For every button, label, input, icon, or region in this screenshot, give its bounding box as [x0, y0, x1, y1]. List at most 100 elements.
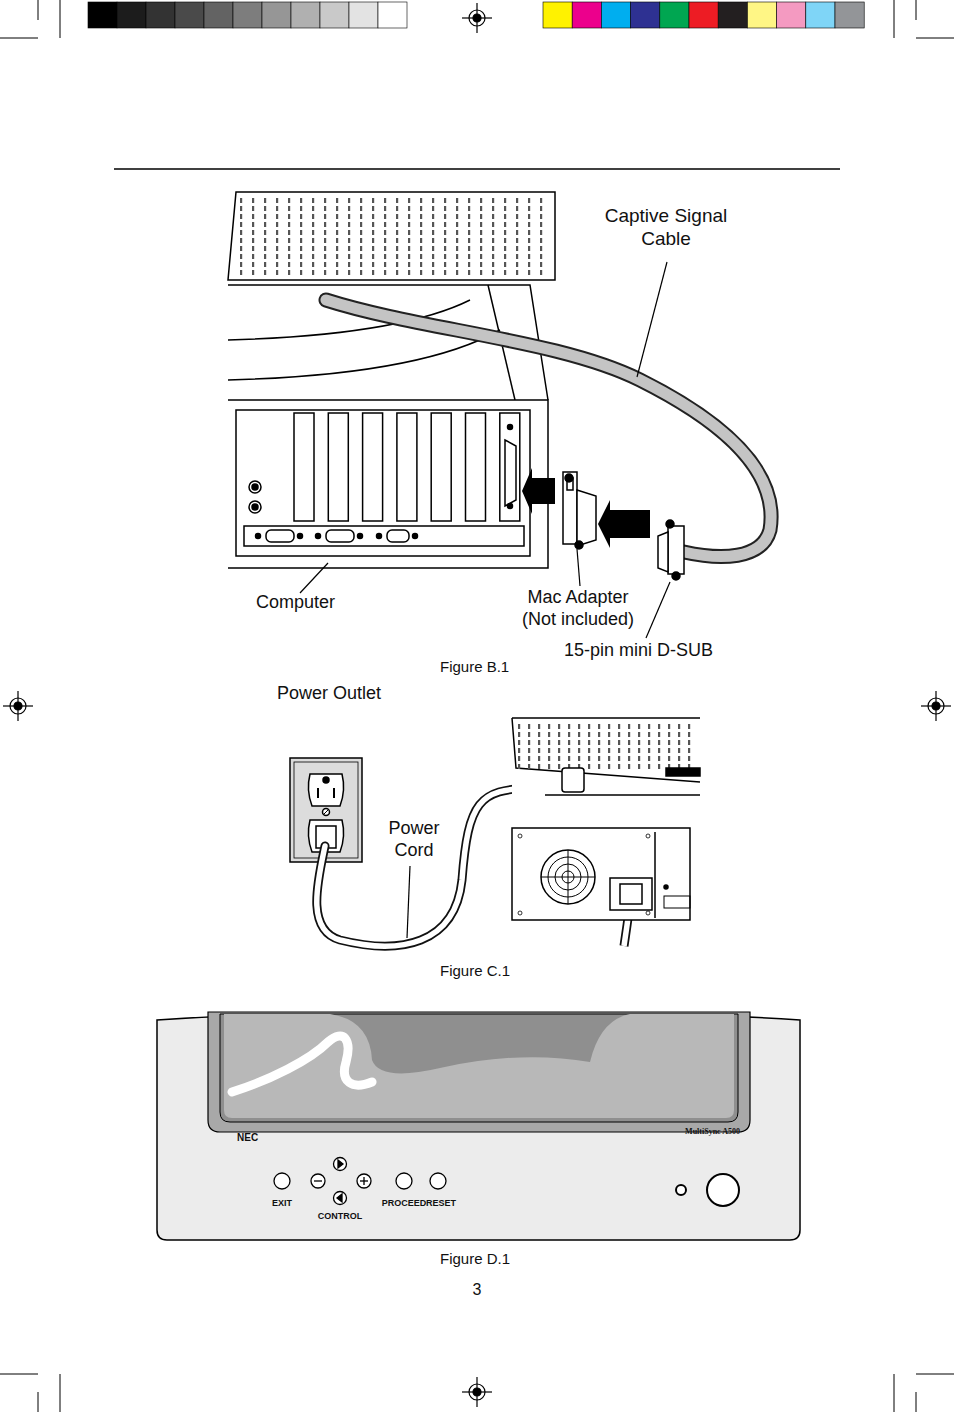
- vent-grid-part: [240, 206, 242, 211]
- vent-grid-part: [336, 214, 338, 219]
- vent-grid-part: [480, 238, 482, 243]
- monitor-front-part: [157, 1013, 800, 1240]
- vent-grid-part: [638, 724, 640, 729]
- vent-grid-part: [276, 214, 278, 219]
- vent-grid-part: [688, 748, 690, 753]
- vent-grid-part: [678, 748, 680, 753]
- vent-grid-part: [516, 206, 518, 211]
- control-button-part: [357, 1174, 371, 1188]
- monitor-back-part: [228, 192, 555, 280]
- vent-grid-part: [516, 214, 518, 219]
- color-bar-part: [806, 2, 835, 28]
- vent-grid-part: [240, 270, 242, 275]
- vent-grid-part: [516, 270, 518, 275]
- color-bar-part: [660, 2, 689, 28]
- part-label: Power Outlet: [277, 683, 407, 705]
- control-button-part: [396, 1173, 412, 1189]
- vent-grid-part: [252, 254, 254, 259]
- vent-grid-part: [608, 756, 610, 761]
- vent-grid-part: [420, 238, 422, 243]
- vent-grid-part: [300, 214, 302, 219]
- vent-grid-part: [548, 748, 550, 753]
- vent-grid-part: [444, 270, 446, 275]
- vent-grid-part: [492, 198, 494, 203]
- signal-cable-part: [326, 300, 771, 557]
- vent-grid-part: [336, 222, 338, 227]
- vent-grid-part: [336, 198, 338, 203]
- vent-grid-part: [396, 254, 398, 259]
- vent-grid-part: [540, 222, 542, 227]
- vga-connector-part: [672, 572, 680, 580]
- vent-grid-part: [276, 198, 278, 203]
- crop-mark-part: [916, 1392, 917, 1412]
- expansion-slot-part: [431, 413, 451, 521]
- vent-grid-part: [432, 214, 434, 219]
- vent-grid-part: [348, 262, 350, 267]
- vent-grid-part: [276, 254, 278, 259]
- vent-grid-part: [444, 254, 446, 259]
- vent-grid-part: [538, 732, 540, 737]
- vent-grid-part: [312, 222, 314, 227]
- vent-grid-part: [432, 270, 434, 275]
- power-outlet-part: [323, 809, 329, 815]
- vent-grid-part: [504, 262, 506, 267]
- vent-grid-part: [456, 254, 458, 259]
- vent-grid-part: [288, 214, 290, 219]
- crop-mark-part: [38, 0, 39, 20]
- vent-grid-part: [384, 262, 386, 267]
- vent-grid-part: [264, 262, 266, 267]
- computer-part-part: [377, 534, 382, 539]
- vent-grid-part: [336, 262, 338, 267]
- vent-grid-part: [360, 246, 362, 251]
- monitor-back: [512, 718, 700, 920]
- vent-grid-part: [618, 756, 620, 761]
- vent-grid-part: [480, 246, 482, 251]
- vent-grid-part: [372, 270, 374, 275]
- vent-grid-part: [288, 270, 290, 275]
- crop-mark-part: [0, 38, 38, 39]
- monitor-back-part: [562, 768, 584, 792]
- vent-grid-part: [420, 222, 422, 227]
- power-outlet-part: [308, 774, 343, 806]
- vent-grid-part: [588, 764, 590, 769]
- vent-grid-part: [628, 756, 630, 761]
- vent-grid-part: [688, 756, 690, 761]
- vent-grid-part: [518, 740, 520, 745]
- vent-grid-part: [568, 724, 570, 729]
- vent-grid-part: [528, 756, 530, 761]
- mac-adapter-part: [563, 472, 577, 544]
- vent-grid-part: [444, 214, 446, 219]
- vent-grid-part: [678, 756, 680, 761]
- vent-grid-part: [240, 214, 242, 219]
- vent-grid-part: [408, 254, 410, 259]
- vent-grid-part: [668, 748, 670, 753]
- vent-grid-part: [456, 270, 458, 275]
- monitor-back-part: [664, 896, 690, 908]
- vent-grid-part: [668, 756, 670, 761]
- vent-grid-part: [432, 246, 434, 251]
- crop-mark-part: [38, 1392, 39, 1412]
- vent-grid-part: [518, 732, 520, 737]
- control-button-part: [311, 1174, 325, 1188]
- vent-grid-part: [408, 238, 410, 243]
- vent-grid-part: [384, 230, 386, 235]
- computer-part: [249, 501, 261, 513]
- button-label: EXIT: [262, 1198, 302, 1209]
- vent-grid-part: [492, 270, 494, 275]
- vent-grid-part: [628, 764, 630, 769]
- monitor-back-part: [664, 885, 668, 889]
- monitor-back-part: [512, 718, 700, 782]
- computer-part: [505, 440, 516, 506]
- vent-grid-part: [456, 214, 458, 219]
- vent-grid-part: [276, 270, 278, 275]
- vent-grid-part: [456, 238, 458, 243]
- vent-grid-part: [348, 206, 350, 211]
- vent-grid-part: [518, 748, 520, 753]
- mac-adapter-part: [565, 474, 573, 482]
- vent-grid-part: [504, 230, 506, 235]
- vent-grid-part: [408, 198, 410, 203]
- vent-grid-part: [252, 214, 254, 219]
- vent-grid-part: [384, 238, 386, 243]
- vent-grid-part: [252, 222, 254, 227]
